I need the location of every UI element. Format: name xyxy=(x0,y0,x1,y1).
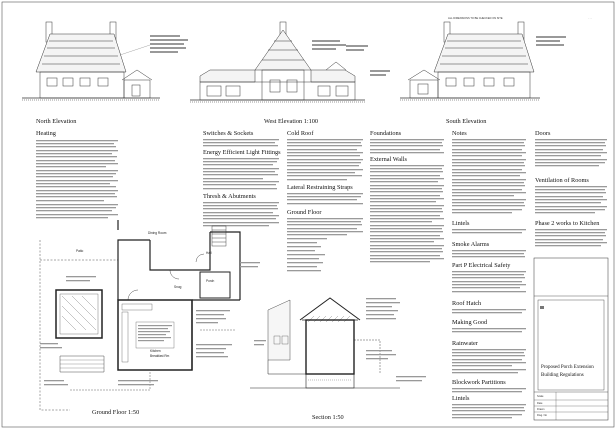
spec-heading: Switches & Sockets xyxy=(203,130,254,137)
plan-label-snug: Snug xyxy=(174,285,182,289)
top-note: ALL DIMENSIONS TO BE CHECKED ON SITE xyxy=(448,16,503,20)
spec-heading: Making Good xyxy=(452,319,488,326)
spec-heading: Lateral Restraining Straps xyxy=(287,184,353,191)
spec-column-4: Foundations External Walls xyxy=(370,130,444,263)
plan-label-breakfast: Breakfast Rm xyxy=(150,354,170,358)
spec-heading: Part P Electrical Safety xyxy=(452,262,511,269)
spec-heading: Thresh & Abutments xyxy=(203,193,256,200)
west-elevation-notes xyxy=(312,40,390,76)
spec-heading: External Walls xyxy=(370,156,408,163)
spec-heading: Notes xyxy=(452,130,467,137)
north-elevation-notes xyxy=(119,35,188,56)
title-block-purpose: Building Regulations xyxy=(541,373,584,378)
spec-heading: Smoke Alarms xyxy=(452,241,490,248)
plan-label-dining-room: Dining Room xyxy=(148,231,167,235)
spec-column-3: Cold Roof Lateral Restraining Straps Gro… xyxy=(287,130,363,272)
plan-annotations xyxy=(40,262,260,386)
north-elevation-drawing xyxy=(22,21,160,101)
north-elevation-title: North Elevation xyxy=(36,118,77,125)
spec-heading: Foundations xyxy=(370,130,402,137)
west-elevation-drawing xyxy=(190,21,365,103)
spec-heading: Ground Floor xyxy=(287,209,322,216)
section-title: Section 1:50 xyxy=(312,414,344,421)
spec-heading: Cold Roof xyxy=(287,130,314,137)
title-block-scale-label: Scale xyxy=(537,394,544,398)
title-block xyxy=(533,257,609,421)
spec-column-5: Notes Lintels Smoke Alarms Part P Electr… xyxy=(452,130,526,419)
spec-heading: Blockwork Partitions xyxy=(452,379,506,386)
spec-heading: Roof Hatch xyxy=(452,300,482,307)
spec-heading: Energy Efficient Light Fittings xyxy=(203,149,281,156)
plan-label-hall: Hall xyxy=(206,251,212,255)
ground-floor-plan xyxy=(39,220,241,411)
spec-heading: Heating xyxy=(36,130,57,137)
section-drawing xyxy=(250,297,400,389)
title-block-dwg-label: Dwg. No xyxy=(537,413,548,417)
spec-column-6: Doors Ventilation of Rooms Phase 2 works… xyxy=(535,130,607,247)
south-elevation-drawing xyxy=(400,21,540,101)
ground-floor-title: Ground Floor 1:50 xyxy=(92,409,139,416)
west-elevation-title: West Elevation 1:100 xyxy=(264,118,318,125)
title-block-date-label: Date xyxy=(537,401,543,405)
kitchen-notes-box xyxy=(135,321,175,349)
spec-heading: Doors xyxy=(535,130,551,137)
south-elevation-title: South Elevation xyxy=(446,118,487,125)
spec-column-2: Switches & Sockets Energy Efficient Ligh… xyxy=(203,130,281,227)
plan-label-porch: Porch xyxy=(206,279,215,283)
plan-label-patio: Patio xyxy=(76,249,83,253)
sheet-ref: · · · xyxy=(588,17,592,20)
south-elevation-notes xyxy=(536,36,566,46)
spec-heading: Lintels xyxy=(452,395,470,402)
plan-label-kitchen: Kitchen xyxy=(150,349,161,353)
spec-heading: Phase 2 works to Kitchen xyxy=(535,220,600,227)
title-block-drawn-label: Drawn xyxy=(537,407,545,411)
spec-heading: Ventilation of Rooms xyxy=(535,177,589,184)
spec-heading: Rainwater xyxy=(452,340,479,347)
section-annotations xyxy=(254,298,426,382)
title-block-project: Proposed Porch Extension xyxy=(541,365,594,370)
spec-column-1: Heating xyxy=(36,130,118,219)
spec-heading: Lintels xyxy=(452,220,470,227)
